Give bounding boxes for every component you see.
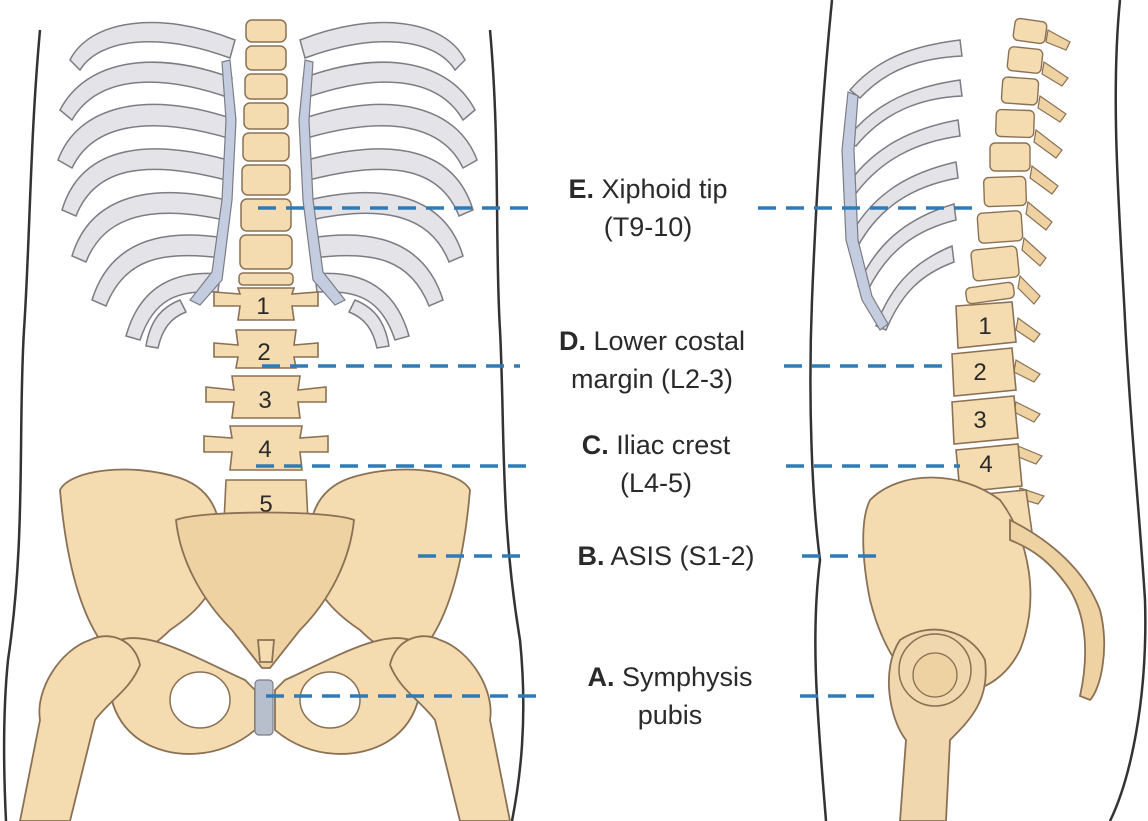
landmark-letter: E.: [568, 174, 594, 204]
lateral-front-outline: [810, 0, 832, 821]
landmark-name: Xiphoid tip: [601, 174, 727, 204]
lateral-back-outline: [1110, 0, 1145, 821]
landmark-name: ASIS (S1-2): [610, 541, 754, 571]
landmark-level: margin (L2-3): [571, 364, 733, 394]
landmark-label-costal-margin: D. Lower costal margin (L2-3): [520, 322, 784, 398]
anterior-pubic-symphysis: [255, 680, 273, 735]
landmark-label-iliac-crest: C. Iliac crest (L4-5): [530, 426, 782, 502]
landmark-letter: B.: [577, 541, 604, 571]
landmark-label-xiphoid: E. Xiphoid tip (T9-10): [538, 170, 758, 246]
landmark-label-symphysis: A. Symphysis pubis: [542, 658, 798, 734]
landmark-name: Symphysis: [622, 662, 753, 692]
landmark-letter: C.: [582, 430, 609, 460]
anterior-lumbar-number: 1: [256, 293, 269, 320]
anterior-lumbar-number: 2: [257, 339, 270, 366]
anterior-obturator-foramen-left: [170, 672, 230, 728]
lateral-femoral-head: [913, 653, 957, 697]
lateral-lumbar-number: 1: [978, 313, 991, 340]
landmark-level: (T9-10): [604, 212, 693, 242]
landmark-name: Lower costal: [593, 326, 745, 356]
anterior-torso-outline-right: [490, 30, 523, 821]
landmark-letter: A.: [587, 662, 614, 692]
anterior-view: 1 2 3 4 5: [4, 20, 523, 821]
anterior-obturator-foramen-right: [300, 672, 360, 728]
landmark-letter: D.: [559, 326, 586, 356]
landmark-name: Iliac crest: [616, 430, 730, 460]
anterior-torso-outline: [4, 30, 40, 821]
landmark-level: pubis: [638, 700, 703, 730]
anterior-thoracic-spine: [239, 20, 293, 285]
lateral-pelvis: [863, 478, 1104, 821]
anterior-rib-cage-right: [300, 23, 477, 348]
anterior-lumbar-number: 3: [258, 387, 271, 414]
landmark-label-asis: B. ASIS (S1-2): [532, 537, 800, 575]
anterior-rib-cage-left: [58, 23, 235, 348]
lateral-lumbar-number: 3: [973, 407, 986, 434]
anterior-costal-cartilage-right: [299, 60, 345, 305]
landmark-level: (L4-5): [620, 468, 692, 498]
lateral-view: 1 2 3 4 5: [810, 0, 1145, 821]
lateral-lumbar-number: 2: [973, 359, 986, 386]
anterior-lumbar-number: 4: [258, 436, 271, 463]
lateral-lumbar-number: 4: [979, 451, 992, 478]
anterior-costal-cartilage-left: [190, 60, 236, 305]
